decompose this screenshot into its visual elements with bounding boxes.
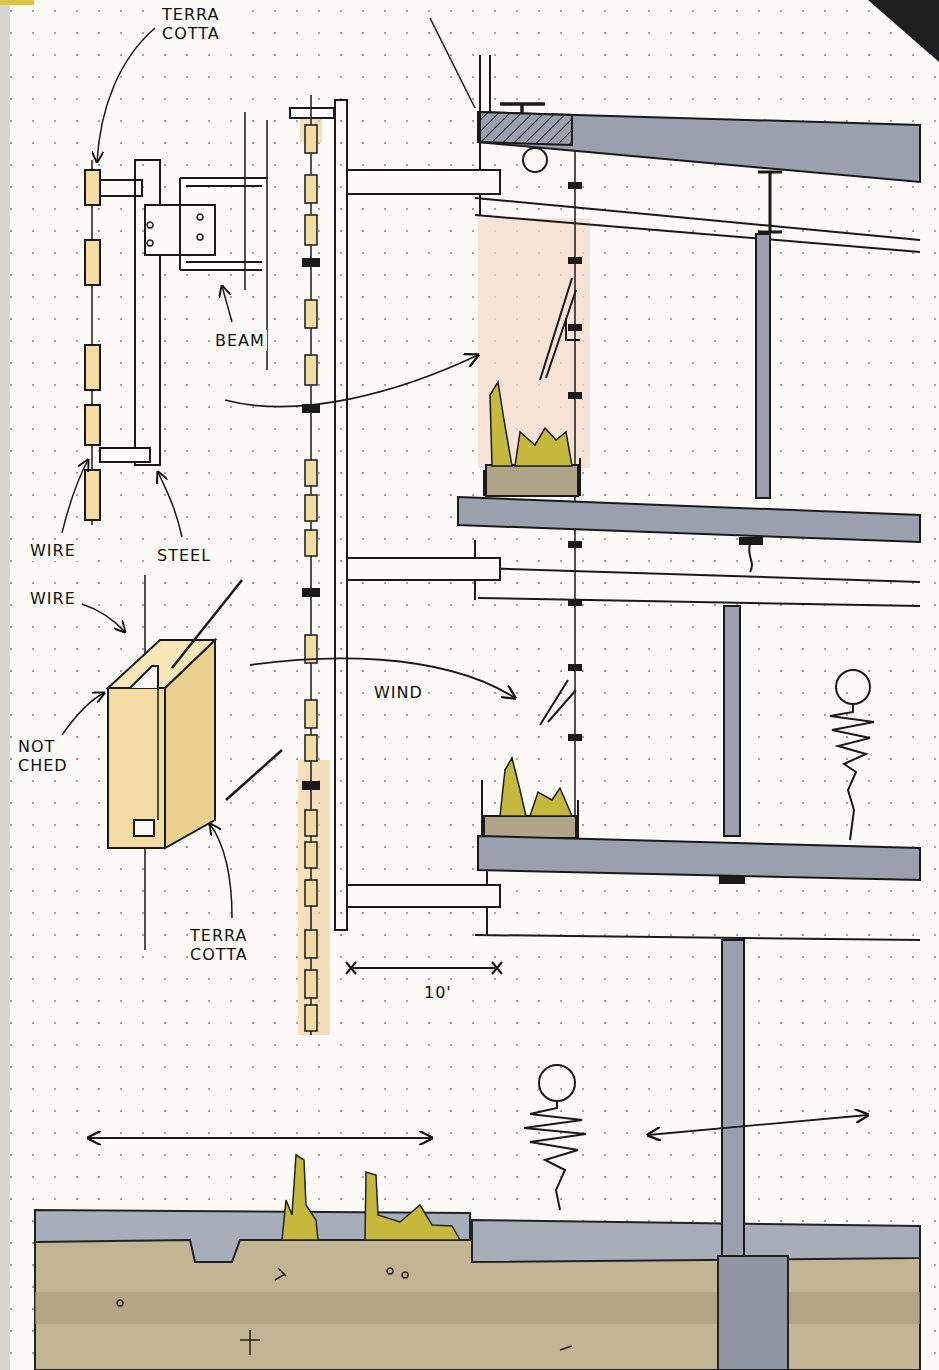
terra-cotta-pieces	[85, 170, 100, 520]
gutter	[523, 148, 547, 172]
hanger-detail	[62, 28, 268, 537]
screen-cap	[290, 108, 334, 118]
page-corner-tab	[0, 0, 34, 5]
facade-line	[489, 55, 491, 112]
person-head	[539, 1065, 575, 1101]
view-arrow	[225, 355, 478, 407]
beam-joint	[720, 877, 744, 883]
wire-end	[172, 580, 242, 668]
outrigger-arm	[347, 170, 500, 194]
operable-window	[540, 278, 576, 380]
column	[722, 940, 744, 1256]
callout-label: TERRA COTTA	[160, 4, 242, 44]
outrigger-arm	[347, 558, 500, 580]
leader-arrow	[158, 472, 182, 537]
floor-slab	[478, 836, 920, 880]
block-detail	[62, 575, 282, 950]
column	[756, 234, 770, 498]
floor-slab	[458, 497, 920, 542]
steel-beam	[758, 172, 782, 232]
detail-arm	[100, 448, 150, 462]
planter-plants	[500, 758, 572, 816]
dimension-line	[346, 962, 502, 974]
page-corner	[868, 0, 939, 62]
block-groove	[157, 688, 159, 820]
pink-wash	[478, 218, 590, 468]
people	[524, 670, 874, 1210]
flow-arrow	[88, 1137, 432, 1139]
callout-label: WIRE	[28, 540, 78, 561]
page-edge-shadow	[0, 0, 10, 1370]
callout-label: NOT CHED	[16, 736, 76, 776]
building-section	[430, 18, 920, 1256]
leader-arrow	[210, 824, 232, 918]
callout-label: STEEL	[155, 545, 213, 566]
beam-bracket	[180, 178, 268, 270]
person-body	[524, 1101, 586, 1210]
wire-clamps	[303, 259, 319, 789]
person-head	[836, 670, 870, 704]
window-hinge	[566, 318, 580, 340]
callout-label: BEAM	[213, 330, 267, 351]
ceiling-line	[475, 215, 920, 252]
ground	[35, 1155, 920, 1370]
ceiling-line	[478, 568, 920, 582]
leader-arrow	[97, 28, 155, 162]
roof-slab	[478, 112, 920, 182]
roof-leader	[430, 18, 475, 108]
leader-arrow	[222, 286, 232, 322]
column	[724, 606, 740, 836]
steel-mullion	[335, 100, 347, 930]
ground-plants	[282, 1155, 460, 1240]
soil-marks	[117, 1268, 572, 1355]
color-wash	[298, 108, 590, 1035]
ceiling-line	[478, 598, 920, 606]
block-top	[108, 640, 215, 688]
planter-soil	[484, 816, 576, 838]
operable-window	[540, 680, 576, 725]
flow-arrow	[648, 1115, 868, 1135]
callout-label: WIND	[372, 682, 425, 703]
ceiling-line	[475, 935, 920, 940]
beam-joint	[740, 538, 762, 544]
planter-plants	[490, 382, 572, 466]
callout-label: TERRA COTTA	[188, 925, 270, 965]
leader-arrow	[82, 604, 125, 632]
leader-arrow	[62, 460, 88, 533]
terra-cotta-screen	[290, 95, 502, 1035]
wire-end	[226, 750, 282, 800]
outrigger-arm	[347, 885, 500, 907]
flow-arrows	[88, 355, 868, 1138]
planter-soil	[486, 465, 578, 496]
person-body	[830, 704, 874, 840]
roof-edge-hatch	[478, 112, 572, 145]
foundation	[718, 1256, 788, 1370]
block-slot	[134, 820, 154, 836]
block-front	[108, 688, 165, 848]
ground-slab	[472, 1220, 920, 1262]
leader-arrow	[62, 693, 104, 735]
dimension-label: 10'	[422, 982, 454, 1003]
callout-label: WIRE	[28, 588, 78, 609]
hanger	[749, 544, 752, 572]
bolts	[147, 214, 203, 246]
beam-line	[244, 112, 246, 290]
block-notch	[130, 666, 158, 688]
